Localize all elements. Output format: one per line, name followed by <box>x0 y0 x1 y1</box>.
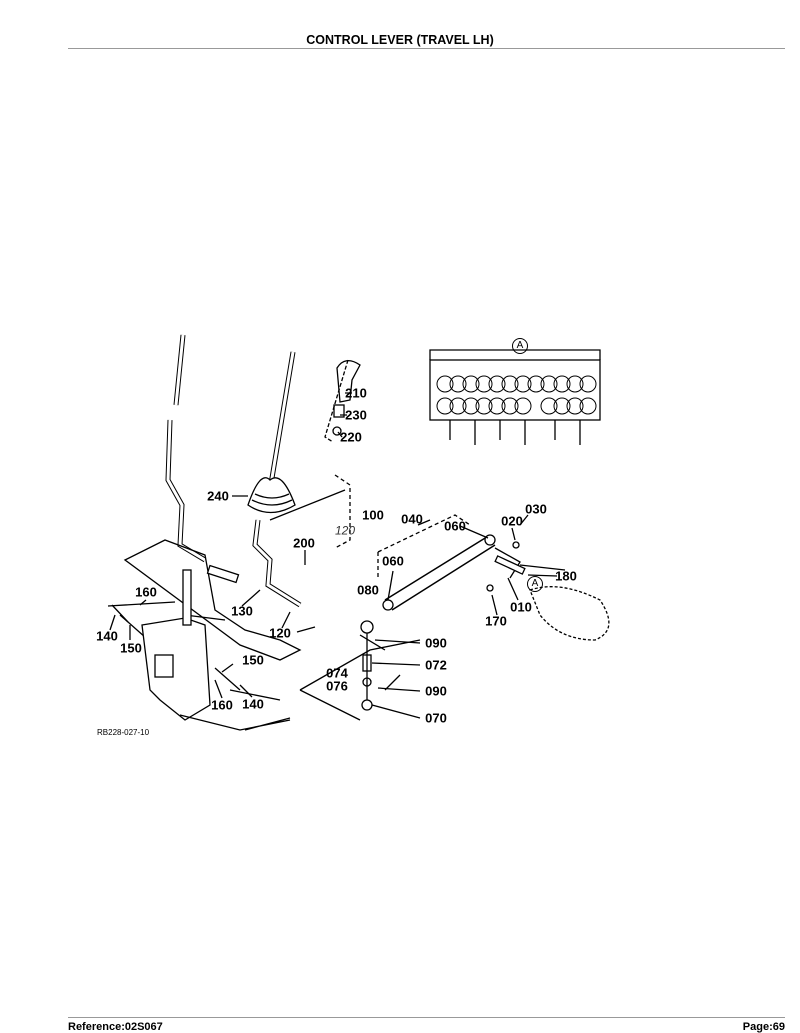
part-label-140: 140 <box>96 628 118 644</box>
part-label-180: 180 <box>555 568 577 584</box>
part-label-210: 210 <box>345 385 367 401</box>
part-label-160: 160 <box>211 697 233 713</box>
part-label-200: 200 <box>293 535 315 551</box>
part-label-130: 130 <box>231 603 253 619</box>
part-label-074: 074 <box>326 665 348 681</box>
part-label-090: 090 <box>425 683 447 699</box>
part-label-040: 040 <box>401 511 423 527</box>
part-label-170: 170 <box>485 613 507 629</box>
part-label-160: 160 <box>135 584 157 600</box>
part-label-080: 080 <box>357 582 379 598</box>
part-label-070: 070 <box>425 710 447 726</box>
part-label-030: 030 <box>525 501 547 517</box>
part-label-140: 140 <box>242 696 264 712</box>
part-label-150: 150 <box>242 652 264 668</box>
part-label-072: 072 <box>425 657 447 673</box>
part-label-100: 100 <box>362 507 384 523</box>
part-label-230: 230 <box>345 407 367 423</box>
page-title: CONTROL LEVER (TRAVEL LH) <box>306 33 494 47</box>
part-label-240: 240 <box>207 488 229 504</box>
footer-divider <box>68 1017 785 1018</box>
part-label-076: 076 <box>326 678 348 694</box>
part-label-010: 010 <box>510 599 532 615</box>
part-label-150: 150 <box>120 640 142 656</box>
part-label-220: 220 <box>340 429 362 445</box>
header-divider <box>68 48 785 49</box>
part-label-020: 020 <box>501 513 523 529</box>
part-label-090: 090 <box>425 635 447 651</box>
drawing-reference-code: RB228-027-10 <box>97 728 150 737</box>
part-label-120-sub: 120 <box>334 523 356 538</box>
part-label-060: 060 <box>382 553 404 569</box>
part-label-060: 060 <box>444 518 466 534</box>
callout-a-marker: A <box>512 338 528 354</box>
part-label-120: 120 <box>269 625 291 641</box>
footer-page-number: Page:69 <box>742 1021 785 1033</box>
footer-reference: Reference:02S067 <box>68 1021 163 1033</box>
callout-a-marker: A <box>527 576 543 592</box>
